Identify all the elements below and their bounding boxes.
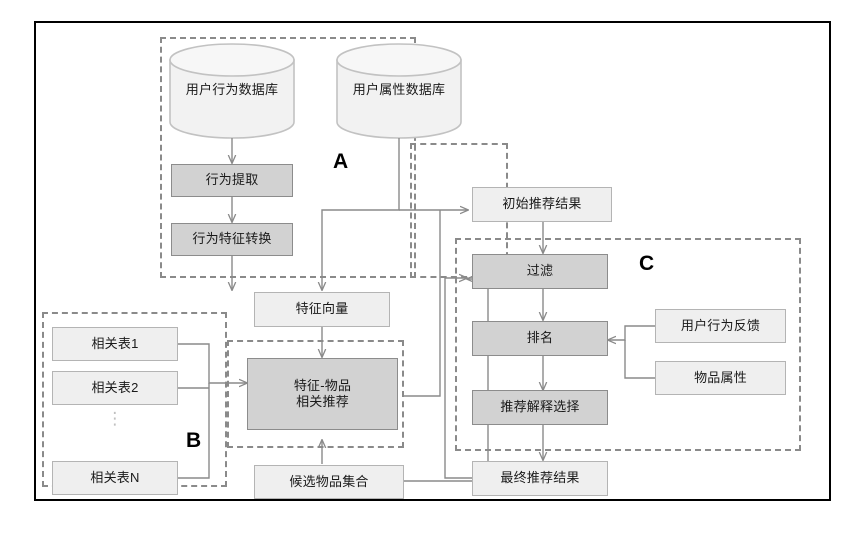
node-related-table-2[interactable]: 相关表2 <box>52 371 178 405</box>
node-feature-item-recommend-line2: 相关推荐 <box>296 394 349 409</box>
node-final-recommend-result[interactable]: 最终推荐结果 <box>472 461 608 496</box>
node-behavior-extract[interactable]: 行为提取 <box>171 164 293 197</box>
node-filter[interactable]: 过滤 <box>472 254 608 289</box>
node-behavior-feature-transform[interactable]: 行为特征转换 <box>171 223 293 256</box>
node-recommend-explain-select[interactable]: 推荐解释选择 <box>472 390 608 425</box>
node-initial-recommend-result[interactable]: 初始推荐结果 <box>472 187 612 222</box>
related-tables-ellipsis: ⋮ <box>106 409 124 428</box>
datastore-label-user-behavior-db: 用户行为数据库 <box>185 82 279 97</box>
node-feature-vector[interactable]: 特征向量 <box>254 292 390 327</box>
group-label-c: C <box>639 252 655 275</box>
group-label-a: A <box>333 150 349 173</box>
node-feature-item-recommend-line1: 特征-物品 <box>293 377 352 393</box>
group-label-b: B <box>186 429 202 452</box>
node-related-table-1[interactable]: 相关表1 <box>52 327 178 361</box>
node-item-attribute[interactable]: 物品属性 <box>655 361 786 395</box>
datastore-label-user-attribute-db: 用户属性数据库 <box>352 82 446 97</box>
group-a-dashed-box <box>160 37 416 278</box>
node-rank[interactable]: 排名 <box>472 321 608 356</box>
node-related-table-n[interactable]: 相关表N <box>52 461 178 495</box>
node-user-behavior-feedback[interactable]: 用户行为反馈 <box>655 309 786 343</box>
node-feature-item-recommend[interactable]: 特征-物品 相关推荐 <box>247 358 398 430</box>
node-candidate-item-set[interactable]: 候选物品集合 <box>254 465 404 499</box>
